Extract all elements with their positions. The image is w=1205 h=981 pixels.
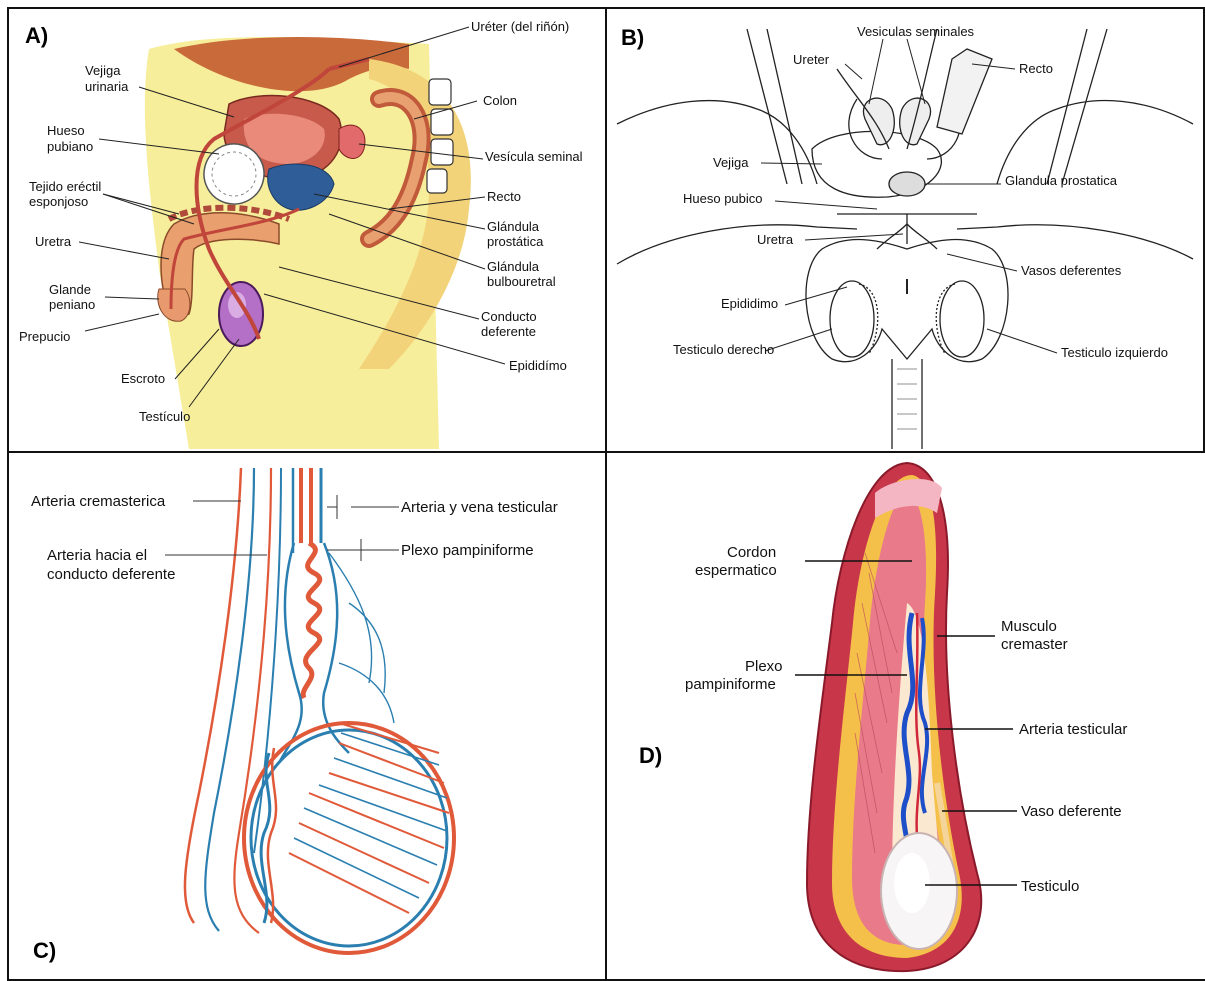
label-d-testiculo: Testiculo <box>1021 878 1079 895</box>
label-a-ureter: Uréter (del riñón) <box>471 19 569 34</box>
label-b-vesiculas: Vesiculas seminales <box>857 24 975 39</box>
panel-a: A) U <box>7 7 607 453</box>
label-a-bulbo-2: bulbouretral <box>487 274 556 289</box>
label-b-hueso: Hueso pubico <box>683 191 763 206</box>
label-a-testiculo: Testículo <box>139 409 190 424</box>
label-a-glande-1: Glande <box>49 282 91 297</box>
panel-c: C) Arteria cremasterica Arteria y vena t… <box>7 453 607 981</box>
label-a-prepucio: Prepucio <box>19 329 70 344</box>
label-b-ureter: Ureter <box>793 52 830 67</box>
label-a-epididimo: Epididímo <box>509 358 567 373</box>
label-c-arteria-vena: Arteria y vena testicular <box>401 499 558 516</box>
label-c-cremasterica: Arteria cremasterica <box>31 493 166 510</box>
label-a-bulbo-1: Glándula <box>487 259 540 274</box>
label-b-testiculo-izquierdo: Testiculo izquierdo <box>1061 345 1168 360</box>
label-a-glandula-1: Glándula <box>487 219 540 234</box>
label-d-cordon-2: espermatico <box>695 562 777 579</box>
label-b-uretra: Uretra <box>757 232 794 247</box>
label-d-plexo-1: Plexo <box>745 658 783 675</box>
label-d-plexo-2: pampiniforme <box>685 676 776 693</box>
panel-d-letter: D) <box>639 743 662 768</box>
panel-d-illustration: D) Cordon espermatico Musculo cremaster … <box>607 453 1205 979</box>
label-a-glande-2: peniano <box>49 297 95 312</box>
label-c-hacia-2: conducto deferente <box>47 566 175 583</box>
label-b-epididimo: Epididimo <box>721 296 778 311</box>
label-a-uretra: Uretra <box>35 234 72 249</box>
panel-d: D) Cordon espermatico Musculo cremaster … <box>607 453 1205 981</box>
label-a-tejido-2: esponjoso <box>29 194 88 209</box>
panel-c-letter: C) <box>33 938 56 963</box>
label-a-vejiga-1: Vejiga <box>85 63 121 78</box>
label-a-colon: Colon <box>483 93 517 108</box>
label-d-arteria: Arteria testicular <box>1019 721 1127 738</box>
label-a-conducto-2: deferente <box>481 324 536 339</box>
panel-b-letter: B) <box>621 25 644 50</box>
label-a-vesicula: Vesícula seminal <box>485 149 583 164</box>
label-a-tejido-1: Tejido eréctil <box>29 179 101 194</box>
label-a-conducto-1: Conducto <box>481 309 537 324</box>
label-b-testiculo-derecho: Testiculo derecho <box>673 342 774 357</box>
label-b-glandula: Glandula prostatica <box>1005 173 1118 188</box>
label-d-vaso: Vaso deferente <box>1021 803 1122 820</box>
label-b-vejiga: Vejiga <box>713 155 749 170</box>
label-a-vejiga-2: urinaria <box>85 79 129 94</box>
panel-b: B) Vesiculas seminales Ureter Recto Veji… <box>607 7 1205 453</box>
label-d-musculo-1: Musculo <box>1001 618 1057 635</box>
panel-a-illustration: A) U <box>9 9 605 451</box>
label-d-cordon-1: Cordon <box>727 544 776 561</box>
panel-a-letter: A) <box>25 23 48 48</box>
label-d-musculo-2: cremaster <box>1001 636 1068 653</box>
label-c-hacia-1: Arteria hacia el <box>47 547 147 564</box>
label-b-vasos: Vasos deferentes <box>1021 263 1122 278</box>
panel-b-illustration: B) Vesiculas seminales Ureter Recto Veji… <box>607 9 1203 451</box>
label-c-plexo: Plexo pampiniforme <box>401 542 534 559</box>
label-b-recto: Recto <box>1019 61 1053 76</box>
label-a-hueso-1: Hueso <box>47 123 85 138</box>
label-a-glandula-2: prostática <box>487 234 544 249</box>
panel-c-illustration: C) Arteria cremasterica Arteria y vena t… <box>9 453 605 979</box>
label-a-recto: Recto <box>487 189 521 204</box>
label-a-hueso-2: pubiano <box>47 139 93 154</box>
label-a-escroto: Escroto <box>121 371 165 386</box>
